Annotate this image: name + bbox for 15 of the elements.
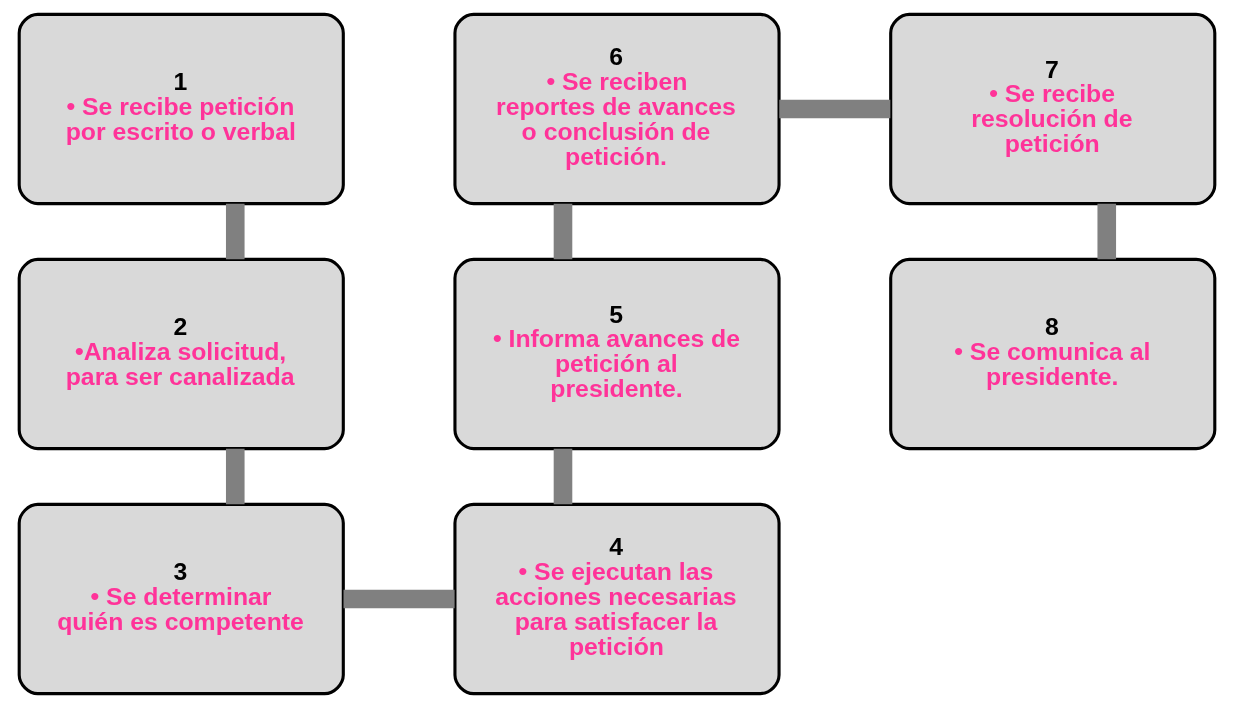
node-box: 2 •Analiza solicitud, para ser canalizada <box>17 257 345 451</box>
connector <box>1096 203 1116 260</box>
node-box: 1 • Se recibe petición por escrito o verbal <box>17 12 345 206</box>
node-box: 6 • Se reciben reportes de avances o conclusión de petición. <box>452 12 781 206</box>
connector <box>553 203 572 260</box>
connector <box>778 99 890 119</box>
node-box: 8 • Se comunica al presidente. <box>888 257 1216 451</box>
connector <box>553 448 572 505</box>
node-box: 5 • Informa avances de petición al presidente. <box>452 257 781 451</box>
node-box: 3 • Se determinar quién es competente <box>17 502 345 696</box>
node-box: 4 • Se ejecutan las acciones necesarias para satisfacer la petición <box>452 502 781 696</box>
connector <box>225 448 245 505</box>
connector <box>343 589 455 609</box>
connector <box>225 203 245 260</box>
node-box: 7 • Se recibe resolución de petición <box>888 12 1216 206</box>
